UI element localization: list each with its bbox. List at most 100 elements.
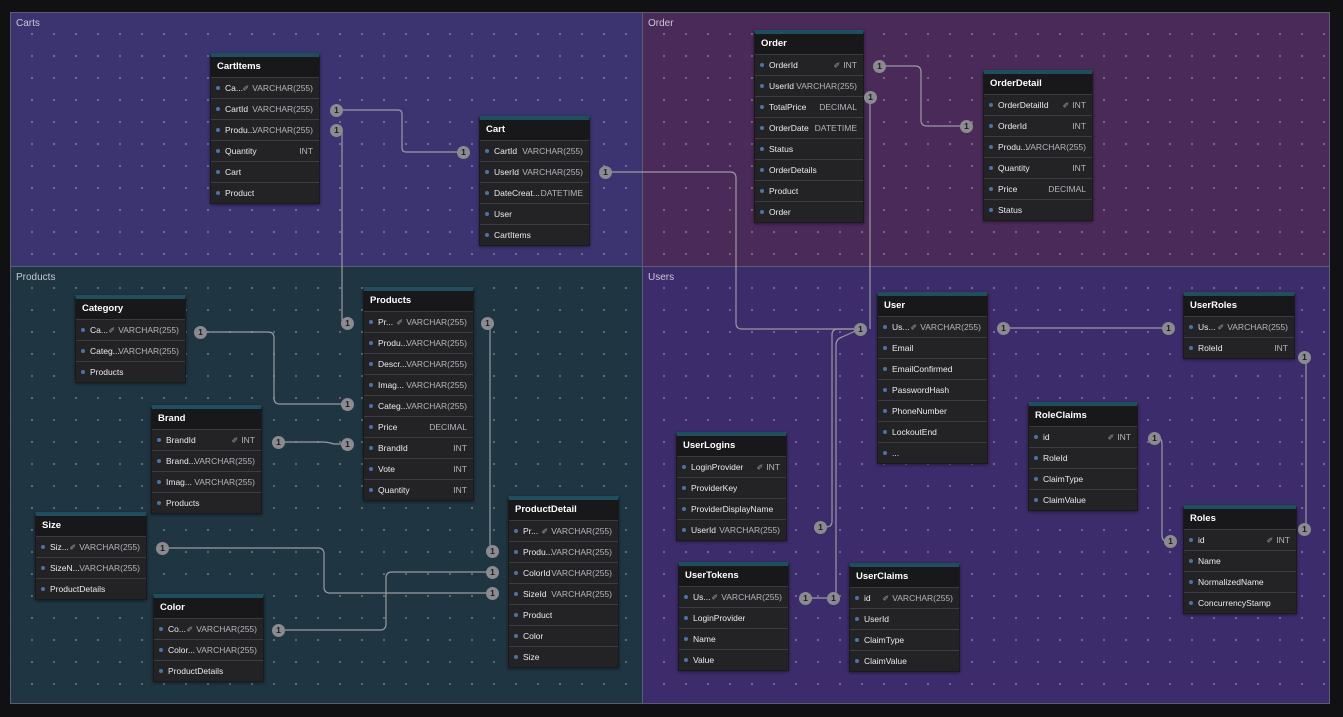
table-field-row[interactable]: Siz...✐VARCHAR(255) (36, 537, 146, 557)
table-field-row[interactable]: BrandId✐INT (152, 430, 261, 450)
table-field-row[interactable]: Co...✐VARCHAR(255) (154, 619, 263, 639)
table-field-row[interactable]: Products (76, 361, 185, 382)
table-field-row[interactable]: ClaimValue (1029, 489, 1137, 510)
table-field-row[interactable]: DateCreat...DATETIME (480, 182, 589, 203)
table-field-row[interactable]: ConcurrencyStamp (1184, 592, 1296, 613)
table-field-row[interactable]: ProviderKey (677, 477, 786, 498)
table-field-row[interactable]: Email (878, 337, 987, 358)
table-field-row[interactable]: Descr...VARCHAR(255) (364, 353, 473, 374)
table-field-row[interactable]: OrderDetailId✐INT (984, 95, 1092, 115)
table-field-row[interactable]: Products (152, 492, 261, 513)
table-field-row[interactable]: NormalizedName (1184, 571, 1296, 592)
table-field-row[interactable]: ProductDetails (154, 660, 263, 681)
table-field-row[interactable]: id✐VARCHAR(255) (850, 588, 959, 608)
table-field-row[interactable]: Produ...VARCHAR(255) (984, 136, 1092, 157)
table-field-row[interactable]: ... (878, 442, 987, 463)
table-field-row[interactable]: UserId (850, 608, 959, 629)
table-field-row[interactable]: Produ...VARCHAR(255) (509, 541, 618, 562)
table-field-row[interactable]: Cart (211, 161, 319, 182)
table-field-row[interactable]: ClaimType (1029, 468, 1137, 489)
table-field-row[interactable]: id✐INT (1184, 530, 1296, 550)
table-field-row[interactable]: Us...✐VARCHAR(255) (878, 317, 987, 337)
table-field-row[interactable]: Us...✐VARCHAR(255) (1184, 317, 1294, 337)
table-field-row[interactable]: Product (755, 180, 863, 201)
table-field-row[interactable]: Us...✐VARCHAR(255) (679, 587, 788, 607)
table-field-row[interactable]: Name (679, 628, 788, 649)
table-field-row[interactable]: LoginProvider✐INT (677, 457, 786, 477)
table-field-row[interactable]: Categ...VARCHAR(255) (76, 340, 185, 361)
table-field-row[interactable]: LockoutEnd (878, 421, 987, 442)
table-field-row[interactable]: Value (679, 649, 788, 670)
table-field-row[interactable]: ClaimValue (850, 650, 959, 671)
table-color[interactable]: Color Co...✐VARCHAR(255)Color...VARCHAR(… (153, 594, 264, 682)
table-field-row[interactable]: Imag...VARCHAR(255) (152, 471, 261, 492)
table-field-row[interactable]: id✐INT (1029, 427, 1137, 447)
table-category[interactable]: Category Ca...✐VARCHAR(255)Categ...VARCH… (75, 295, 186, 383)
table-field-row[interactable]: RoleId (1029, 447, 1137, 468)
table-field-row[interactable]: Color...VARCHAR(255) (154, 639, 263, 660)
table-field-row[interactable]: Pr...✐VARCHAR(255) (509, 521, 618, 541)
table-field-row[interactable]: EmailConfirmed (878, 358, 987, 379)
table-field-row[interactable]: LoginProvider (679, 607, 788, 628)
table-field-row[interactable]: ProviderDisplayName (677, 498, 786, 519)
table-field-row[interactable]: Pr...✐VARCHAR(255) (364, 312, 473, 332)
table-field-row[interactable]: SizeN...VARCHAR(255) (36, 557, 146, 578)
table-field-row[interactable]: Color (509, 625, 618, 646)
table-field-row[interactable]: PasswordHash (878, 379, 987, 400)
table-field-row[interactable]: OrderDetails (755, 159, 863, 180)
table-field-row[interactable]: ProductDetails (36, 578, 146, 599)
table-field-row[interactable]: Produ...VARCHAR(255) (211, 119, 319, 140)
table-field-row[interactable]: PhoneNumber (878, 400, 987, 421)
table-field-row[interactable]: User (480, 203, 589, 224)
table-size[interactable]: Size Siz...✐VARCHAR(255)SizeN...VARCHAR(… (35, 512, 147, 600)
table-productdetail[interactable]: ProductDetail Pr...✐VARCHAR(255)Produ...… (508, 496, 619, 668)
table-field-row[interactable]: Brand...VARCHAR(255) (152, 450, 261, 471)
table-products[interactable]: Products Pr...✐VARCHAR(255)Produ...VARCH… (363, 287, 474, 501)
table-field-row[interactable]: Product (211, 182, 319, 203)
table-field-row[interactable]: Ca...✐VARCHAR(255) (76, 320, 185, 340)
table-field-row[interactable]: Categ...VARCHAR(255) (364, 395, 473, 416)
table-field-row[interactable]: Product (509, 604, 618, 625)
table-field-row[interactable]: Imag...VARCHAR(255) (364, 374, 473, 395)
table-field-row[interactable]: Ca...✐VARCHAR(255) (211, 78, 319, 98)
table-field-row[interactable]: ClaimType (850, 629, 959, 650)
table-field-row[interactable]: Status (984, 199, 1092, 220)
table-field-row[interactable]: OrderId✐INT (755, 55, 863, 75)
table-field-row[interactable]: CartItems (480, 224, 589, 245)
table-field-row[interactable]: Name (1184, 550, 1296, 571)
table-field-row[interactable]: Produ...VARCHAR(255) (364, 332, 473, 353)
table-field-row[interactable]: Status (755, 138, 863, 159)
table-field-row[interactable]: Order (755, 201, 863, 222)
table-field-row[interactable]: Size (509, 646, 618, 667)
table-usertokens[interactable]: UserTokens Us...✐VARCHAR(255)LoginProvid… (678, 562, 789, 671)
